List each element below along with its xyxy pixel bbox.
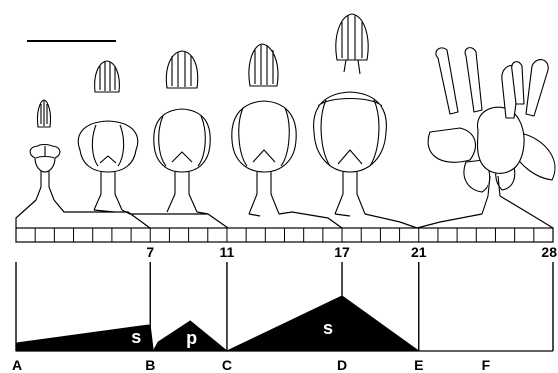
open-flower-day-28-illustration	[428, 48, 555, 214]
stage-letter: E	[414, 357, 423, 373]
phase-areas	[16, 296, 419, 351]
stage-letter: A	[12, 357, 22, 373]
stage-letter: B	[145, 357, 155, 373]
timeline-label: 17	[334, 244, 350, 260]
bud-day-11-illustration	[154, 51, 210, 212]
timeline-label: 11	[220, 244, 235, 260]
timeline-labels: 7 11 17 21 28	[146, 244, 557, 260]
phase-label: s	[131, 327, 141, 347]
stage-letter: D	[337, 357, 347, 373]
phase-label: s	[323, 318, 333, 338]
timeline-label: 7	[146, 244, 154, 260]
bud-day-0-illustration	[30, 100, 60, 200]
day-timeline: 7 11 17 21 28	[16, 228, 557, 260]
timeline-label: 21	[411, 244, 427, 260]
bud-day-7-illustration	[78, 61, 137, 210]
phase-chart: s p s A B C D E F	[12, 262, 553, 373]
stage-letters: A B C D E F	[12, 357, 491, 373]
bud-day-21-illustration	[314, 14, 387, 214]
phase-label: p	[186, 328, 197, 348]
timeline-label: 28	[541, 244, 557, 260]
bud-day-17-illustration	[232, 44, 296, 214]
stage-letter: C	[222, 357, 232, 373]
stage-letter: F	[482, 357, 491, 373]
